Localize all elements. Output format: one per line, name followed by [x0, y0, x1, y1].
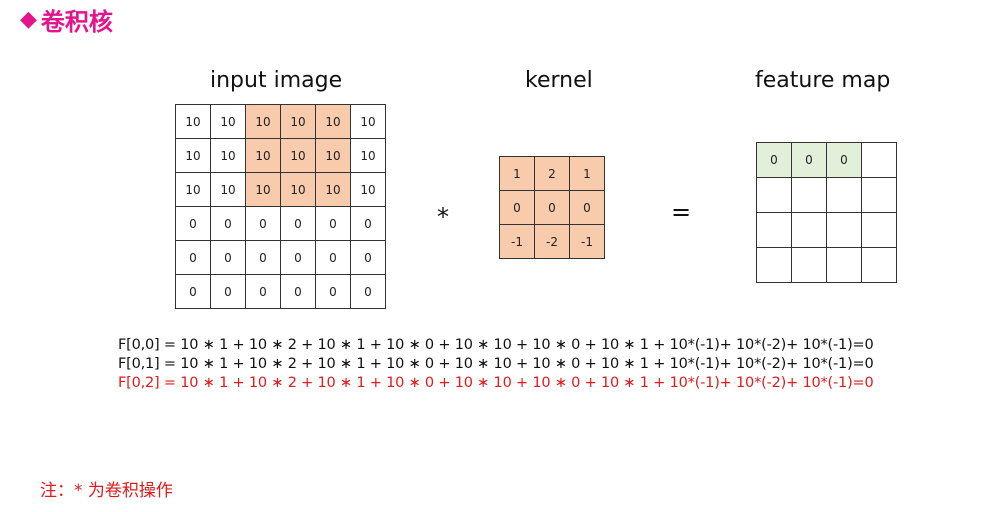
- input-image-cell: 0: [315, 206, 351, 241]
- feature-map-cell: [756, 212, 792, 248]
- input-image-cell: 0: [245, 206, 281, 241]
- feature-map-label: feature map: [755, 68, 891, 93]
- kernel-cell: -2: [534, 224, 570, 259]
- slide-title: ◆ 卷积核: [20, 2, 113, 37]
- input-image-cell: 10: [280, 172, 316, 207]
- input-image-cell: 10: [245, 172, 281, 207]
- input-image-cell: 0: [175, 206, 211, 241]
- input-image-cell: 10: [210, 104, 246, 139]
- input-image-cell: 0: [350, 206, 386, 241]
- feature-map-cell: [826, 247, 862, 283]
- feature-map-cell: [861, 142, 897, 178]
- input-image-cell: 10: [315, 172, 351, 207]
- input-image-cell: 10: [175, 138, 211, 173]
- input-image-cell: 0: [280, 206, 316, 241]
- kernel-cell: -1: [499, 224, 535, 259]
- input-image-label: input image: [210, 68, 343, 93]
- kernel-cell: 1: [499, 156, 535, 191]
- input-image-cell: 0: [245, 240, 281, 275]
- input-image-cell: 0: [350, 274, 386, 309]
- input-image-cell: 0: [210, 274, 246, 309]
- feature-map-cell: 0: [791, 142, 827, 178]
- input-image-cell: 0: [315, 240, 351, 275]
- diamond-bullet-icon: ◆: [20, 7, 37, 32]
- feature-map-row: [756, 212, 897, 248]
- input-image-cell: 10: [350, 138, 386, 173]
- input-image-cell: 0: [210, 206, 246, 241]
- formula-block: F[0,0] = 10 ∗ 1 + 10 ∗ 2 + 10 ∗ 1 + 10 ∗…: [118, 336, 874, 393]
- input-image-cell: 10: [210, 138, 246, 173]
- feature-map-cell: [861, 212, 897, 248]
- feature-map-cell: [791, 177, 827, 213]
- feature-map-cell: 0: [826, 142, 862, 178]
- input-image-cell: 10: [210, 172, 246, 207]
- kernel-cell: 0: [534, 190, 570, 225]
- input-image-cell: 0: [245, 274, 281, 309]
- input-image-cell: 10: [315, 104, 351, 139]
- input-image-cell: 0: [175, 240, 211, 275]
- kernel-cell: 2: [534, 156, 570, 191]
- input-image-cell: 10: [280, 104, 316, 139]
- feature-map-cell: [826, 212, 862, 248]
- input-image-cell: 10: [280, 138, 316, 173]
- feature-map-cell: [826, 177, 862, 213]
- input-image-cell: 10: [175, 104, 211, 139]
- feature-map-cell: [861, 177, 897, 213]
- input-image-cell: 0: [175, 274, 211, 309]
- feature-map-cell: [861, 247, 897, 283]
- convolution-operator: *: [437, 203, 449, 231]
- kernel-row: -1-2-1: [499, 224, 605, 259]
- formula-line: F[0,0] = 10 ∗ 1 + 10 ∗ 2 + 10 ∗ 1 + 10 ∗…: [118, 337, 874, 353]
- feature-map-cell: 0: [756, 142, 792, 178]
- kernel-cell: 0: [569, 190, 605, 225]
- input-image-cell: 10: [350, 104, 386, 139]
- input-image-cell: 10: [245, 138, 281, 173]
- input-image-cell: 10: [350, 172, 386, 207]
- feature-map-cell: [756, 247, 792, 283]
- input-image-cell: 10: [315, 138, 351, 173]
- kernel-label: kernel: [525, 68, 593, 93]
- formula-line: F[0,1] = 10 ∗ 1 + 10 ∗ 2 + 10 ∗ 1 + 10 ∗…: [118, 356, 874, 372]
- input-image-cell: 10: [245, 104, 281, 139]
- kernel-cell: 1: [569, 156, 605, 191]
- feature-map-cell: [791, 212, 827, 248]
- input-image-cell: 0: [210, 240, 246, 275]
- input-image-cell: 0: [350, 240, 386, 275]
- feature-map-row: [756, 177, 897, 213]
- feature-map-cell: [791, 247, 827, 283]
- feature-map-row: [756, 247, 897, 283]
- input-image-cell: 10: [175, 172, 211, 207]
- equals-operator: =: [671, 198, 692, 226]
- footnote: 注：* 为卷积操作: [40, 481, 173, 501]
- input-image-cell: 0: [315, 274, 351, 309]
- kernel-cell: -1: [569, 224, 605, 259]
- slide-title-text: 卷积核: [40, 8, 113, 36]
- formula-line: F[0,2] = 10 ∗ 1 + 10 ∗ 2 + 10 ∗ 1 + 10 ∗…: [118, 375, 874, 391]
- input-image-cell: 0: [280, 240, 316, 275]
- kernel-cell: 0: [499, 190, 535, 225]
- feature-map-cell: [756, 177, 792, 213]
- input-image-cell: 0: [280, 274, 316, 309]
